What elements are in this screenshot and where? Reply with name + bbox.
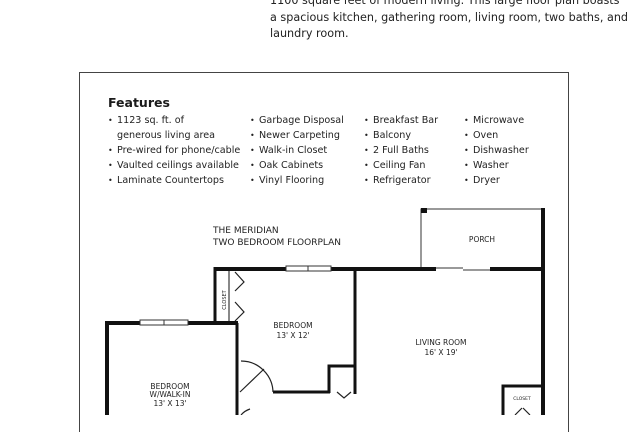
feature-item: Garbage Disposal <box>250 113 344 128</box>
feature-item: Newer Carpeting <box>250 128 344 143</box>
floorplan: THE MERIDIAN TWO BEDROOM FLOORPLAN PORCH <box>105 208 545 415</box>
features-frame <box>79 72 569 432</box>
floorplan-title-line1: THE MERIDIAN <box>212 226 279 236</box>
feature-item: Washer <box>464 158 529 173</box>
feature-item: Balcony <box>364 128 438 143</box>
bedroom-size: 13' X 12' <box>276 331 309 340</box>
feature-item: Breakfast Bar <box>364 113 438 128</box>
intro-paragraph: 1100 square feet of modern living. This … <box>270 0 630 43</box>
master-bedroom-size: 13' X 13' <box>153 399 186 408</box>
feature-item: Oak Cabinets <box>250 158 344 173</box>
intro-line: laundry room. <box>270 27 349 40</box>
porch: PORCH <box>420 208 543 269</box>
living-room-size: 16' X 19' <box>424 348 457 357</box>
features-column-4: Microwave Oven Dishwasher Washer Dryer <box>464 113 529 188</box>
feature-item: Dryer <box>464 173 529 188</box>
porch-label: PORCH <box>469 235 495 244</box>
feature-item: Ceiling Fan <box>364 158 438 173</box>
intro-line: 1100 square feet of modern living. This … <box>270 0 620 7</box>
feature-item: Laminate Countertops <box>108 173 240 188</box>
feature-item: Walk-in Closet <box>250 143 344 158</box>
living-room-label: LIVING ROOM <box>415 338 466 347</box>
walls <box>105 208 545 415</box>
closet-label-bedroom: CLOSET <box>222 289 228 309</box>
feature-item: Vinyl Flooring <box>250 173 344 188</box>
feature-item: Dishwasher <box>464 143 529 158</box>
feature-item: Refrigerator <box>364 173 438 188</box>
feature-item-continued: generous living area <box>117 130 215 141</box>
feature-item: Microwave <box>464 113 529 128</box>
feature-item: 1123 sq. ft. of <box>108 113 240 128</box>
features-column-3: Breakfast Bar Balcony 2 Full Baths Ceili… <box>364 113 438 188</box>
features-column-1: 1123 sq. ft. of generous living area Pre… <box>108 113 240 188</box>
bedroom-label: BEDROOM <box>273 321 312 330</box>
closet-label-living: CLOSET <box>513 396 531 402</box>
feature-item: Pre-wired for phone/cable <box>108 143 240 158</box>
doors <box>234 271 531 415</box>
feature-item: 2 Full Baths <box>364 143 438 158</box>
features-column-2: Garbage Disposal Newer Carpeting Walk-in… <box>250 113 344 188</box>
master-bedroom-label: BEDROOM <box>150 382 189 391</box>
windows <box>139 265 490 326</box>
feature-item: Oven <box>464 128 529 143</box>
floorplan-title-line2: TWO BEDROOM FLOORPLAN <box>212 238 341 248</box>
features-title: Features <box>108 95 170 110</box>
feature-item: Vaulted ceilings available <box>108 158 240 173</box>
intro-line: a spacious kitchen, gathering room, livi… <box>270 10 629 24</box>
master-bedroom-walkin: W/WALK-IN <box>150 390 191 399</box>
